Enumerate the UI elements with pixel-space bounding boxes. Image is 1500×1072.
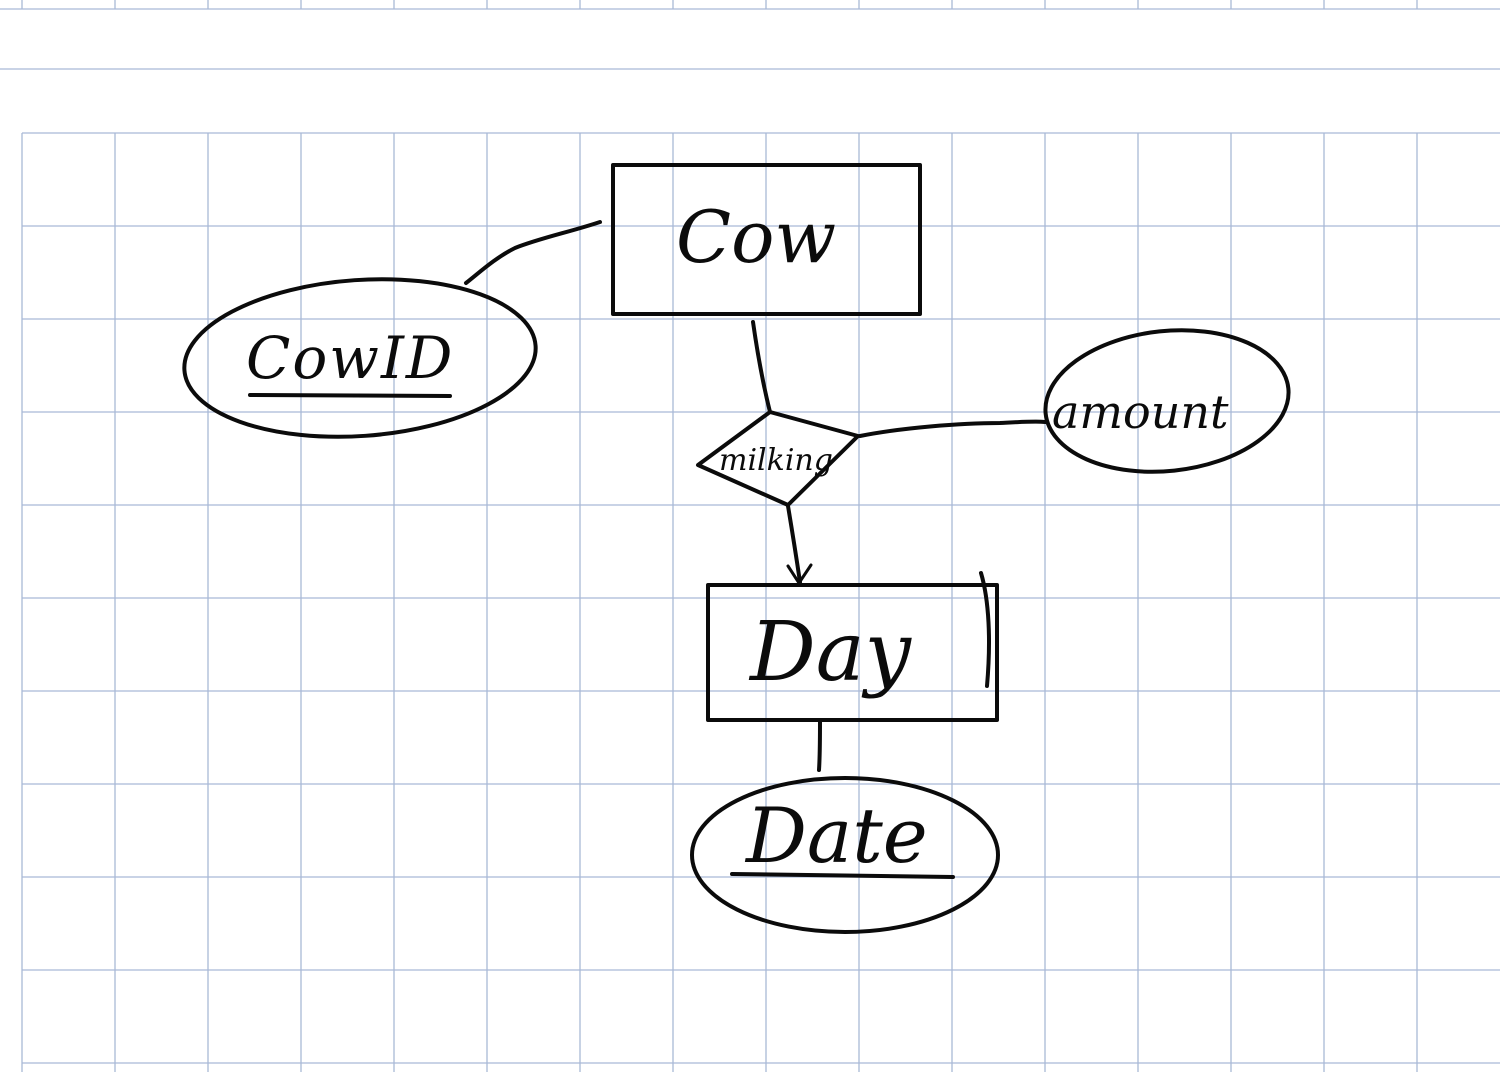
attribute-cowid-label: CowID [246, 324, 454, 392]
attribute-amount-label: amount [1052, 385, 1229, 439]
relationship-milking-label: milking [719, 443, 833, 478]
connector-cow-milking [751, 320, 772, 414]
connector-milking-amount [858, 419, 1047, 438]
entity-cow-label: Cow [676, 195, 836, 279]
key-underline [730, 872, 955, 879]
key-underline [248, 393, 452, 398]
entity-day-label: Day [748, 605, 913, 700]
weak-entity-border [979, 571, 991, 688]
entity-day[interactable]: Day [706, 571, 999, 722]
connector-cowid-cow [464, 220, 602, 285]
attribute-date[interactable]: Date [690, 776, 1000, 934]
connector-day-date [817, 718, 822, 772]
relationship-milking[interactable]: milking [696, 410, 860, 507]
connector-milking-day [786, 504, 813, 585]
attribute-cowid[interactable]: CowID [179, 268, 541, 448]
entity-cow[interactable]: Cow [611, 163, 922, 316]
attribute-date-label: Date [744, 791, 928, 880]
attribute-amount[interactable]: amount [1038, 319, 1295, 484]
